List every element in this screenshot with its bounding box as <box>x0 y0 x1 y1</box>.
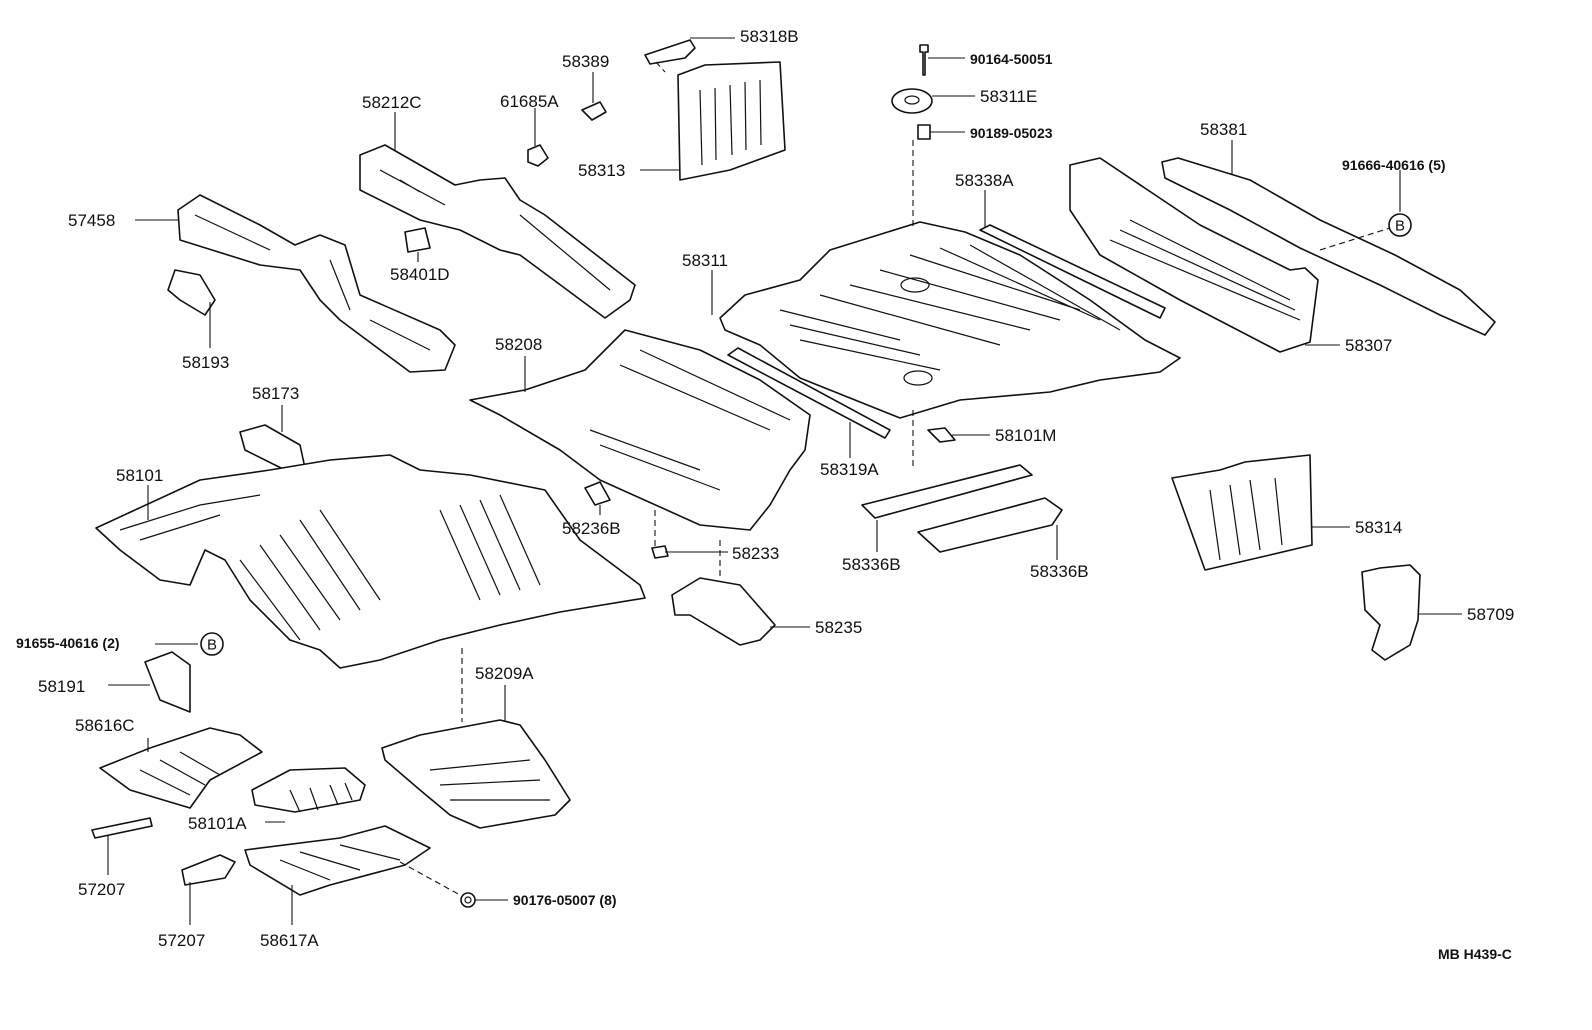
label-58709: 58709 <box>1467 605 1514 624</box>
label-58616C: 58616C <box>75 716 135 735</box>
part-90176-05007 <box>460 892 476 908</box>
part-58173 <box>239 424 306 471</box>
ref-callout-b-front: B <box>200 632 224 656</box>
label-58389: 58389 <box>562 52 609 71</box>
label-58101M: 58101M <box>995 426 1056 445</box>
part-61685A <box>527 144 549 167</box>
label-58209A: 58209A <box>475 664 534 683</box>
part-58209A <box>381 719 571 829</box>
label-58191: 58191 <box>38 677 85 696</box>
part-58709 <box>1361 564 1421 661</box>
label-58311E: 58311E <box>980 87 1037 106</box>
label-58233: 58233 <box>732 544 779 563</box>
label-58338A: 58338A <box>955 171 1014 190</box>
label-58101A: 58101A <box>188 814 247 833</box>
diagram-code: MB H439-C <box>1438 946 1512 962</box>
label-58318B: 58318B <box>740 27 799 46</box>
label-58336B-lower: 58336B <box>1030 562 1089 581</box>
part-58311 <box>719 221 1181 419</box>
part-90164-50051 <box>919 44 929 76</box>
part-58401D <box>404 227 431 253</box>
label-58617A: 58617A <box>260 931 319 950</box>
part-58389 <box>581 101 607 121</box>
part-57207-spring <box>91 817 153 839</box>
svg-text:B: B <box>1395 218 1405 235</box>
leader-lines <box>107 37 1462 925</box>
part-58617A <box>244 825 431 896</box>
label-57207-bracket: 57207 <box>158 931 205 950</box>
label-61685A: 61685A <box>500 92 559 111</box>
part-57458 <box>177 194 456 373</box>
label-58307: 58307 <box>1345 336 1392 355</box>
label-58313: 58313 <box>578 161 625 180</box>
part-58318B <box>644 39 696 65</box>
svg-text:B: B <box>207 637 217 654</box>
part-58101 <box>95 454 646 669</box>
part-58381 <box>1161 157 1496 336</box>
part-58336B-upper <box>861 464 1033 519</box>
part-58233 <box>651 545 669 559</box>
label-58173: 58173 <box>252 384 299 403</box>
label-58193: 58193 <box>182 353 229 372</box>
label-58401D: 58401D <box>390 265 450 284</box>
part-58235 <box>671 577 776 646</box>
part-58338A <box>979 224 1166 319</box>
ref-callout-b-rear: B <box>1388 213 1412 237</box>
part-58208 <box>469 329 811 531</box>
part-58236B <box>584 481 611 506</box>
label-58311: 58311 <box>682 251 728 270</box>
label-58381: 58381 <box>1200 120 1247 139</box>
part-58193 <box>167 269 216 316</box>
part-58616C <box>99 727 263 809</box>
part-58101M <box>927 427 956 443</box>
label-58101: 58101 <box>116 466 163 485</box>
label-58212C: 58212C <box>362 93 422 112</box>
label-58236B: 58236B <box>562 519 621 538</box>
label-91655-40616: 91655-40616 (2) <box>16 635 120 651</box>
label-58319A: 58319A <box>820 460 879 479</box>
part-57207-bracket <box>181 854 236 886</box>
label-58314: 58314 <box>1355 518 1402 537</box>
label-58336B-upper: 58336B <box>842 555 901 574</box>
part-58191 <box>144 651 191 713</box>
part-58314 <box>1171 454 1313 571</box>
part-58101A <box>251 767 366 813</box>
part-90189-05023 <box>917 124 931 140</box>
label-57207-spring: 57207 <box>78 880 125 899</box>
part-58307 <box>1069 157 1319 353</box>
label-58235: 58235 <box>815 618 862 637</box>
label-91666-40616: 91666-40616 (5) <box>1342 157 1446 173</box>
part-58319A <box>727 347 891 439</box>
part-58336B-lower <box>917 497 1063 553</box>
assembly-lines <box>399 61 1391 896</box>
label-90164-50051: 90164-50051 <box>970 51 1053 67</box>
part-58212C <box>359 144 636 319</box>
part-58313 <box>677 61 786 181</box>
label-58208: 58208 <box>495 335 542 354</box>
label-90189-05023: 90189-05023 <box>970 125 1053 141</box>
part-58311E <box>891 88 933 114</box>
label-57458: 57458 <box>68 211 115 230</box>
label-90176-05007: 90176-05007 (8) <box>513 892 617 908</box>
